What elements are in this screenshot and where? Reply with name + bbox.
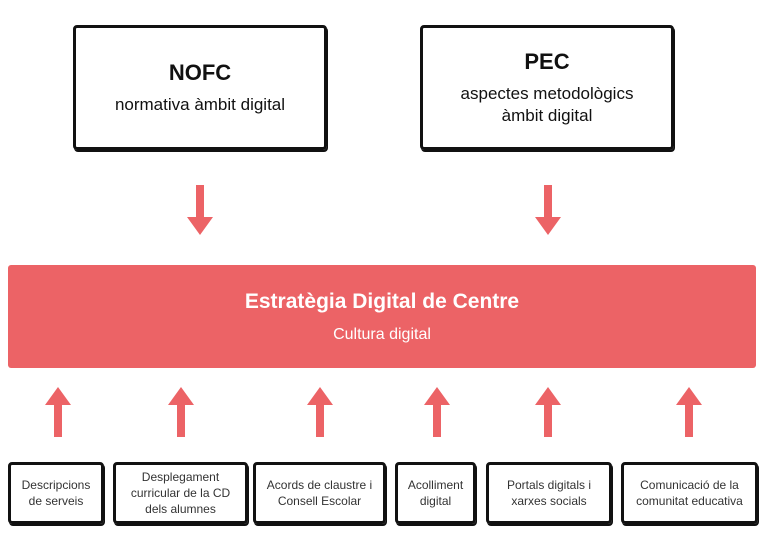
bottom-box-label: Desplegament curricular de la CD dels al… xyxy=(130,470,231,516)
strategy-band: Estratègia Digital de Centre Cultura dig… xyxy=(8,265,756,368)
band-subtitle: Cultura digital xyxy=(333,325,431,343)
pec-title: PEC xyxy=(524,48,570,74)
bottom-box-label: Acolliment digital xyxy=(407,478,464,508)
up-arrow-icon xyxy=(168,387,194,437)
pec-box: PEC aspectes metodològics àmbit digital xyxy=(420,25,674,150)
band-title: Estratègia Digital de Centre xyxy=(244,289,520,313)
nofc-box: NOFC normativa àmbit digital xyxy=(73,25,327,150)
up-arrow-icon xyxy=(424,387,450,437)
down-arrow-icon xyxy=(187,185,213,235)
up-arrow-icon xyxy=(535,387,561,437)
nofc-subtitle: normativa àmbit digital xyxy=(114,94,286,114)
down-arrow-icon xyxy=(535,185,561,235)
up-arrow-icon xyxy=(307,387,333,437)
pec-subtitle: aspectes metodològics àmbit digital xyxy=(460,83,634,125)
nofc-title: NOFC xyxy=(168,59,232,85)
bottom-box-label: Acords de claustre i Consell Escolar xyxy=(266,478,373,508)
bottom-box-label: Portals digitals i xarxes socials xyxy=(506,478,592,508)
bottom-box: Descripcions de serveis xyxy=(8,462,104,524)
bottom-box-label: Descripcions de serveis xyxy=(21,478,91,508)
bottom-box: Desplegament curricular de la CD dels al… xyxy=(113,462,248,524)
bottom-box: Comunicació de la comunitat educativa xyxy=(621,462,758,524)
bottom-box: Acords de claustre i Consell Escolar xyxy=(253,462,386,524)
bottom-box: Acolliment digital xyxy=(395,462,476,524)
bottom-box-label: Comunicació de la comunitat educativa xyxy=(636,478,743,508)
up-arrow-icon xyxy=(676,387,702,437)
bottom-box: Portals digitals i xarxes socials xyxy=(486,462,612,524)
up-arrow-icon xyxy=(45,387,71,437)
